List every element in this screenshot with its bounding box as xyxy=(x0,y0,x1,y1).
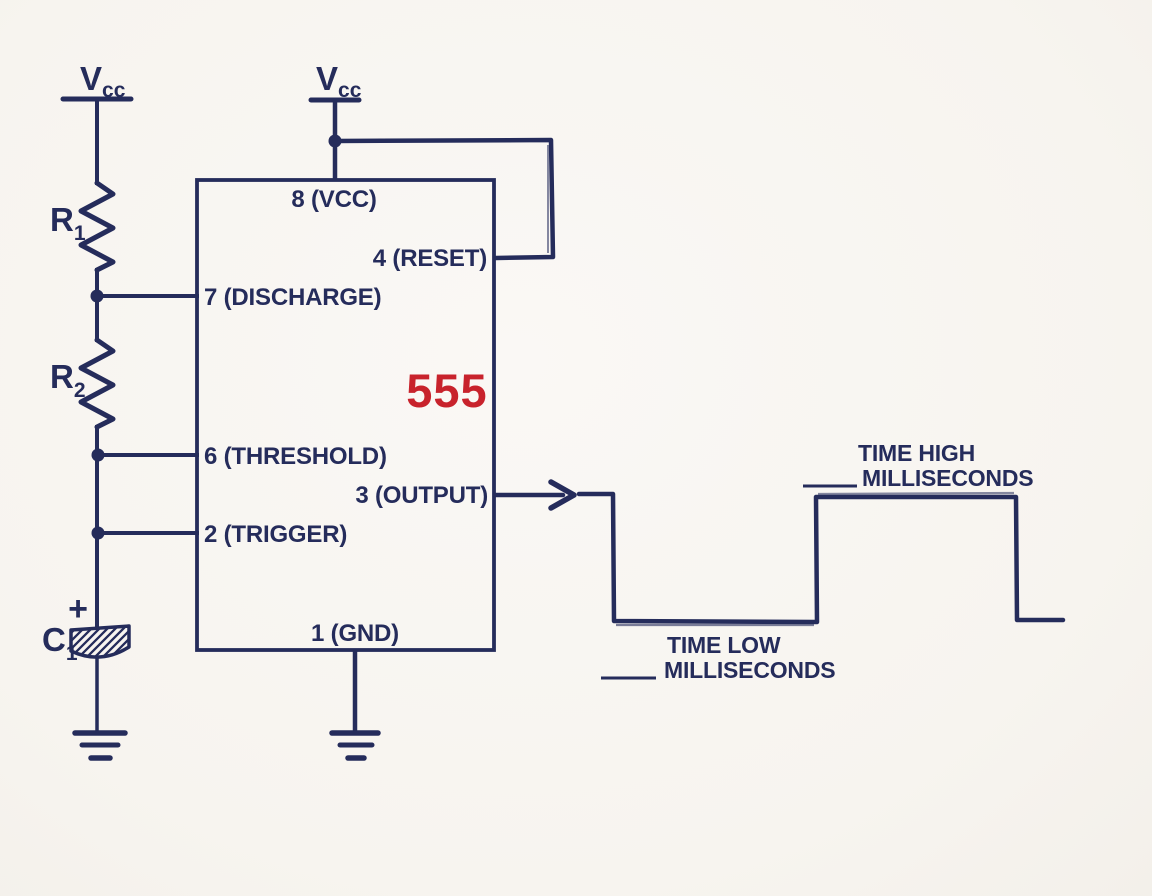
time-low-label: TIME LOW xyxy=(667,632,781,658)
resistor-r2-symbol xyxy=(78,337,116,430)
left-supply-rail: Vcc R1 R2 + C1 xyxy=(42,60,199,761)
r2-label: R2 xyxy=(50,358,86,402)
top-supply-reset-loop: Vcc xyxy=(308,60,556,261)
pin-label-gnd: 1 (GND) xyxy=(311,620,399,647)
ground-symbol-ic xyxy=(329,650,381,761)
pin-label-trigger: 2 (TRIGGER) xyxy=(204,521,347,548)
output-waveform: TIME HIGH MILLISECONDS TIME LOW MILLISEC… xyxy=(576,440,1066,683)
pin-label-vcc: 8 (VCC) xyxy=(291,186,376,213)
capacitor-c1-symbol xyxy=(69,624,131,659)
time-high-label: TIME HIGH xyxy=(858,440,975,466)
pin-label-threshold: 6 (THRESHOLD) xyxy=(204,443,387,470)
ic-body-555 xyxy=(195,178,496,652)
waveform-trace xyxy=(576,491,1066,625)
c1-polarity-plus: + xyxy=(68,590,88,628)
r1-label: R1 xyxy=(50,201,86,245)
wire-reset-loop xyxy=(332,137,556,261)
resistor-r1-symbol xyxy=(78,180,116,273)
chip-part-number: 555 xyxy=(406,364,487,417)
output-arrow-icon xyxy=(492,479,577,511)
vcc-label-top: Vcc xyxy=(316,60,362,102)
time-high-units-label: MILLISECONDS xyxy=(862,465,1033,491)
waveform-sketch-stroke-high xyxy=(817,491,1015,496)
ground-symbol-left xyxy=(72,730,128,761)
pin-label-output: 3 (OUTPUT) xyxy=(355,482,488,509)
time-low-units-label: MILLISECONDS xyxy=(664,657,835,683)
pin-label-reset: 4 (RESET) xyxy=(373,245,487,272)
vcc-label-left: Vcc xyxy=(80,60,126,102)
pin-label-discharge: 7 (DISCHARGE) xyxy=(204,284,381,311)
